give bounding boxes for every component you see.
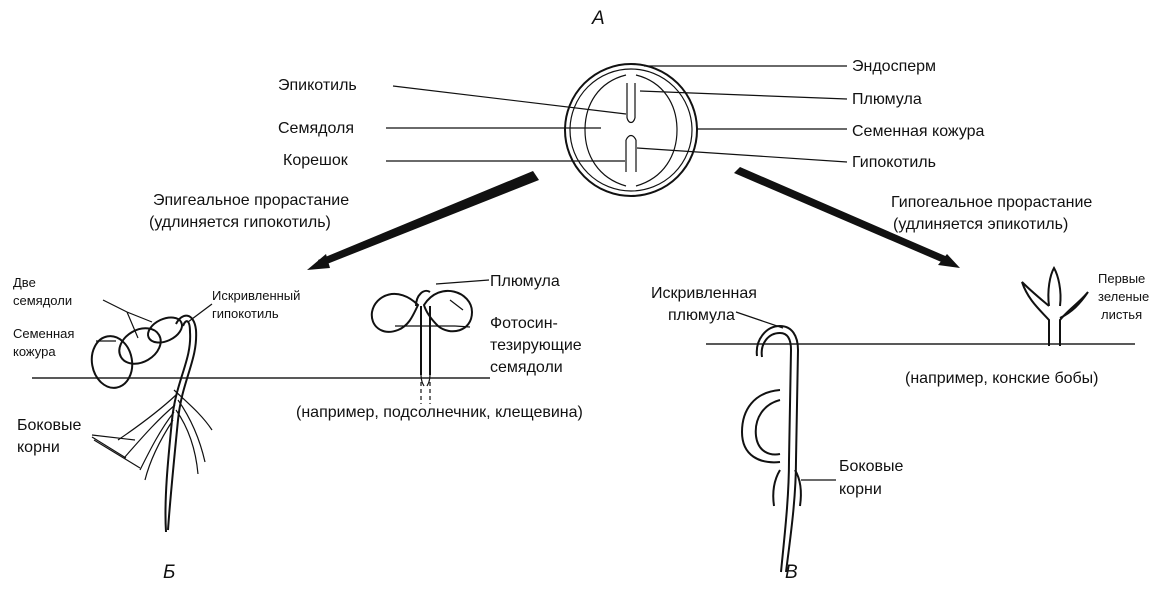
- label-two-cotyledons-1: Две: [13, 275, 36, 290]
- label-endosperm: Эндосперм: [852, 58, 936, 75]
- seed-cross-section: [565, 64, 697, 196]
- label-hypocotyl: Гипокотиль: [852, 154, 936, 171]
- label-curved-hypocotyl-2: гипокотиль: [212, 306, 279, 321]
- hypogeal-example: (например, конские бобы): [905, 370, 1099, 387]
- label-curved-plumule-2: плюмула: [668, 307, 735, 324]
- label-lateral-roots-2: корни: [17, 439, 60, 456]
- left-arrow: [307, 171, 539, 270]
- epigeal-title-2: (удлиняется гипокотиль): [149, 214, 331, 231]
- label-seed-coat: Семенная кожура: [852, 123, 985, 140]
- label-photo-3: семядоли: [490, 359, 563, 376]
- panel-label-b: Б: [163, 562, 175, 583]
- hypogeal-title-1: Гипогеальное прорастание: [891, 194, 1092, 211]
- epigeal-title-1: Эпигеальное прорастание: [153, 192, 349, 209]
- label-photo-2: тезирующие: [490, 337, 582, 354]
- label-first-leaves-3: листья: [1101, 307, 1142, 322]
- epigeal-seedling-mature: [372, 280, 489, 404]
- label-seed-coat-1: Семенная: [13, 326, 74, 341]
- panel-label-a: А: [591, 8, 605, 29]
- epigeal-seedling-early: [88, 300, 212, 532]
- hypogeal-seedling-early: [736, 312, 836, 572]
- label-cotyledon: Семядоля: [278, 120, 354, 137]
- hypogeal-seedling-mature: [1022, 268, 1088, 346]
- label-first-leaves-2: зеленые: [1098, 289, 1149, 304]
- seed-leaders: [386, 66, 847, 162]
- label-plumule-2: Плюмула: [490, 273, 560, 290]
- label-two-cotyledons-2: семядоли: [13, 293, 72, 308]
- hypogeal-title-2: (удлиняется эпикотиль): [893, 216, 1068, 233]
- label-curved-hypocotyl-1: Искривленный: [212, 288, 300, 303]
- label-lateral-roots-4: корни: [839, 481, 882, 498]
- label-plumule: Плюмула: [852, 91, 922, 108]
- epigeal-example: (например, подсолнечник, клещевина): [296, 404, 583, 421]
- label-first-leaves-1: Первые: [1098, 271, 1145, 286]
- label-curved-plumule-1: Искривленная: [651, 285, 757, 302]
- label-lateral-roots-3: Боковые: [839, 458, 903, 475]
- label-lateral-roots-1: Боковые: [17, 417, 81, 434]
- label-photo-1: Фотосин-: [490, 315, 558, 332]
- panel-label-v: В: [785, 562, 798, 583]
- label-radicle: Корешок: [283, 152, 349, 169]
- label-seed-coat-2: кожура: [13, 344, 56, 359]
- label-epicotyl: Эпикотиль: [278, 77, 357, 94]
